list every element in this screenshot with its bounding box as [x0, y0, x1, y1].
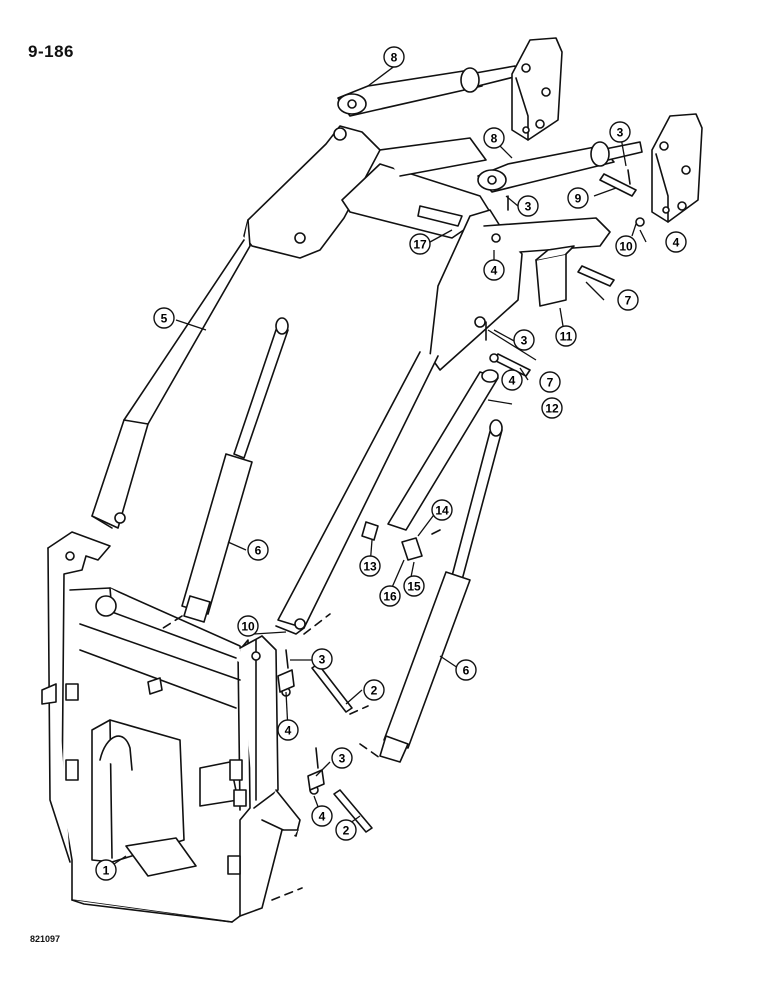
- callout-label: 6: [255, 544, 262, 558]
- callout-label: 2: [343, 824, 350, 838]
- callout-3: 3: [513, 329, 535, 351]
- boom-arm-right: [275, 209, 611, 635]
- mounting-bracket-rear: [511, 37, 563, 141]
- callout-label: 8: [491, 132, 498, 146]
- callout-label: 12: [545, 402, 559, 416]
- callout-11: 11: [555, 325, 577, 347]
- callout-label: 16: [383, 590, 397, 604]
- callout-4: 4: [311, 805, 333, 827]
- callout-12: 12: [541, 397, 563, 419]
- callout-label: 10: [241, 620, 255, 634]
- callout-label: 15: [407, 580, 421, 594]
- callout-14: 14: [431, 499, 453, 521]
- callout-label: 11: [560, 330, 573, 344]
- lift-cylinder-lower: [477, 141, 643, 193]
- lift-cylinder-upper: [337, 65, 519, 117]
- callout-4: 4: [483, 259, 505, 281]
- callout-label: 4: [319, 810, 326, 824]
- callout-8-lower: 8: [483, 127, 505, 149]
- callout-label: 5: [161, 312, 168, 326]
- drawing-code: 821097: [30, 934, 61, 944]
- callout-3: 3: [517, 195, 539, 217]
- callout-5: 5: [153, 307, 175, 329]
- callout-16: 16: [379, 585, 401, 607]
- boom-arm-left: [91, 125, 381, 529]
- callout-label: 17: [413, 238, 427, 252]
- callout-13: 13: [359, 555, 381, 577]
- callout-4: 4: [277, 719, 299, 741]
- callout-3: 3: [331, 747, 353, 769]
- callout-label: 6: [463, 664, 470, 678]
- callout-17: 17: [409, 233, 431, 255]
- callout-3: 3: [609, 121, 631, 143]
- callout-8-upper: 8: [383, 46, 405, 68]
- callout-3: 3: [311, 648, 333, 670]
- callout-7: 7: [617, 289, 639, 311]
- page-number: 9-186: [28, 42, 74, 61]
- callout-label: 3: [617, 126, 624, 140]
- dashed-reference-lines: [159, 613, 381, 901]
- callout-label: 8: [391, 51, 398, 65]
- callout-label: 3: [525, 200, 532, 214]
- callout-label: 7: [547, 376, 554, 390]
- tilt-cylinder-right: [379, 419, 503, 763]
- callout-label: 7: [625, 294, 632, 308]
- callout-label: 3: [339, 752, 346, 766]
- callout-6: 6: [247, 539, 269, 561]
- callout-label: 13: [363, 560, 377, 574]
- callout-1: 1: [95, 859, 117, 881]
- callout-label: 2: [371, 684, 378, 698]
- callout-label: 14: [435, 504, 449, 518]
- callout-label: 1: [103, 864, 110, 878]
- tilt-cylinder-left: [181, 317, 289, 623]
- small-hardware: [277, 169, 645, 833]
- callout-15: 15: [403, 575, 425, 597]
- callout-label: 4: [509, 374, 516, 388]
- mounting-bracket-front: [651, 113, 703, 223]
- callout-4: 4: [665, 231, 687, 253]
- link-bar: [387, 369, 499, 531]
- callout-6: 6: [455, 659, 477, 681]
- pivot-block: [535, 245, 575, 307]
- callout-9: 9: [567, 187, 589, 209]
- callout-label: 3: [521, 334, 528, 348]
- callout-label: 4: [673, 236, 680, 250]
- callout-label: 4: [491, 264, 498, 278]
- callout-4: 4: [501, 369, 523, 391]
- callout-10: 10: [615, 235, 637, 257]
- callout-label: 4: [285, 724, 292, 738]
- callout-7: 7: [539, 371, 561, 393]
- callout-label: 10: [619, 240, 633, 254]
- main-frame: [41, 531, 301, 923]
- callout-2: 2: [335, 819, 357, 841]
- callout-label: 3: [319, 653, 326, 667]
- callout-label: 9: [575, 192, 582, 206]
- callout-10: 10: [237, 615, 259, 637]
- callout-2: 2: [363, 679, 385, 701]
- boom-cross-beam: [341, 137, 491, 239]
